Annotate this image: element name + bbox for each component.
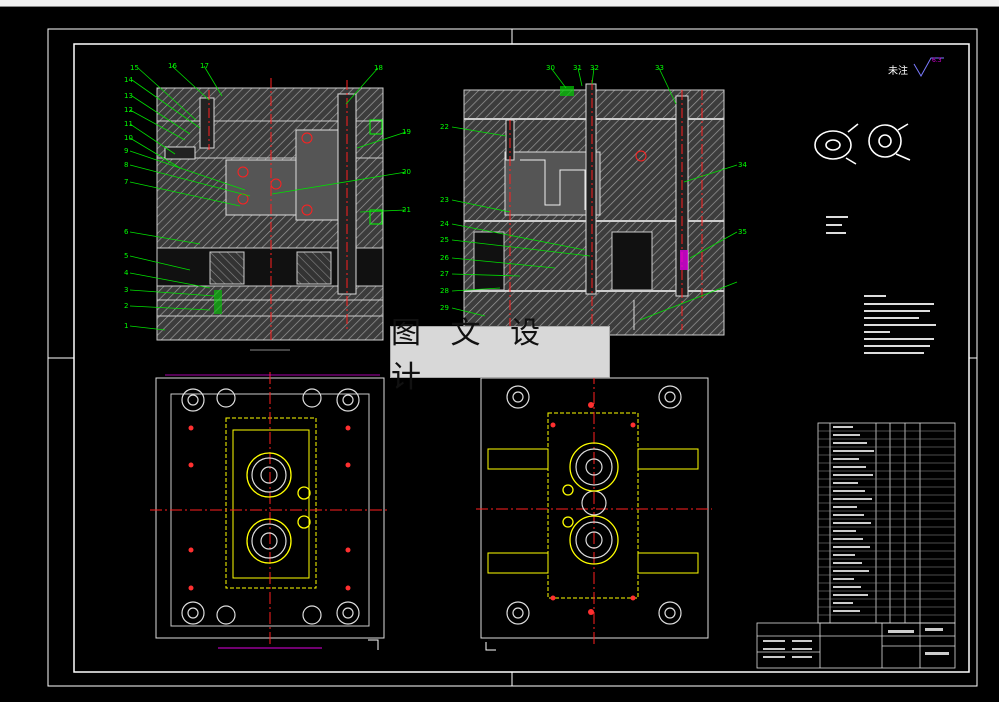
- part-number-callout: 22: [440, 123, 449, 131]
- part-number-callout: 30: [546, 64, 555, 72]
- bom-row-text: [833, 506, 857, 508]
- part-number-callout: 20: [402, 168, 411, 176]
- part-number-callout: 19: [402, 128, 411, 136]
- bom-row-text: [833, 482, 858, 484]
- bom-row-text: [833, 522, 871, 524]
- bom-row-text: [833, 530, 856, 532]
- part-number-callout: 34: [738, 161, 747, 169]
- bom-row-text: [833, 610, 860, 612]
- bom-row-text: [833, 490, 865, 492]
- part-number-callout: 12: [124, 106, 133, 114]
- part-number-callout: 10: [124, 134, 133, 142]
- part-number-callout: 5: [124, 252, 128, 260]
- title-block: [756, 622, 956, 669]
- part-number-callout: 27: [440, 270, 449, 278]
- part-number-callout: 7: [124, 178, 128, 186]
- bom-row-text: [833, 602, 853, 604]
- part-number-callout: 31: [573, 64, 582, 72]
- svg-text:未注: 未注: [888, 64, 908, 77]
- bom-rows: [818, 426, 955, 616]
- part-number-callout: 23: [440, 196, 449, 204]
- part-number-callout: 25: [440, 236, 449, 244]
- bom-row-text: [833, 466, 866, 468]
- part-number-callout: 24: [440, 220, 449, 228]
- part-number-callout: 15: [130, 64, 139, 72]
- roughness-symbol: 未注 6.3: [888, 57, 944, 78]
- bom-row-text: [833, 546, 870, 548]
- bom-row-text: [833, 514, 864, 516]
- part-number-callout: 32: [590, 64, 599, 72]
- part-number-callout: 29: [440, 304, 449, 312]
- section-view-right: [463, 80, 725, 336]
- bom-row-text: [833, 594, 868, 596]
- part-number-callout: 1: [124, 322, 128, 330]
- part-number-callout: 26: [440, 254, 449, 262]
- plan-view-left: [150, 372, 390, 649]
- section-view-left: [156, 78, 384, 351]
- bom-row-text: [833, 554, 855, 556]
- bom-row-text: [833, 570, 869, 572]
- title-block-text: [763, 628, 949, 658]
- bom-row-text: [833, 434, 860, 436]
- leaders-right: [451, 67, 738, 321]
- bom-row-text: [833, 538, 863, 540]
- part-number-callout: 6: [124, 228, 129, 236]
- bom-row-text: [833, 426, 853, 428]
- part-number-callout: 11: [124, 120, 133, 128]
- bom-row-text: [833, 578, 854, 580]
- part-number-callout: 35: [738, 228, 747, 236]
- part-number-callout: 8: [124, 161, 128, 169]
- part-number-callout: 2: [124, 302, 128, 310]
- part-number-callout: 13: [124, 92, 133, 100]
- part-number-callout: 9: [124, 147, 128, 155]
- bom-row-text: [833, 562, 862, 564]
- bom-row-text: [833, 586, 861, 588]
- bom-row-text: [833, 442, 867, 444]
- leaders-left: [129, 65, 407, 331]
- bom-row-text: [833, 458, 859, 460]
- bom-row-text: [833, 498, 872, 500]
- viewer-toolbar-strip: [0, 0, 999, 7]
- bom-row-text: [833, 450, 874, 452]
- bom-row-text: [833, 474, 873, 476]
- part-number-callout: 17: [200, 62, 209, 70]
- part-number-callout: 4: [124, 269, 129, 277]
- part-number-callout: 3: [124, 286, 128, 294]
- svg-text:6.3: 6.3: [932, 57, 942, 64]
- part-number-callout: 16: [168, 62, 177, 70]
- part-number-callout: 21: [402, 206, 411, 214]
- watermark-banner: 图 文 设 计: [390, 316, 610, 395]
- plan-view-right: [476, 372, 712, 645]
- part-number-callout: 28: [440, 287, 449, 295]
- part-numbers-right: 22 23 24 25 26 27 28 29 30 31 32 33 34 35: [440, 64, 747, 312]
- part-number-callout: 18: [374, 64, 383, 72]
- part-iso-views: [814, 123, 911, 165]
- technical-notes: [826, 216, 936, 354]
- part-number-callout: 33: [655, 64, 664, 72]
- part-number-callout: 14: [124, 76, 133, 84]
